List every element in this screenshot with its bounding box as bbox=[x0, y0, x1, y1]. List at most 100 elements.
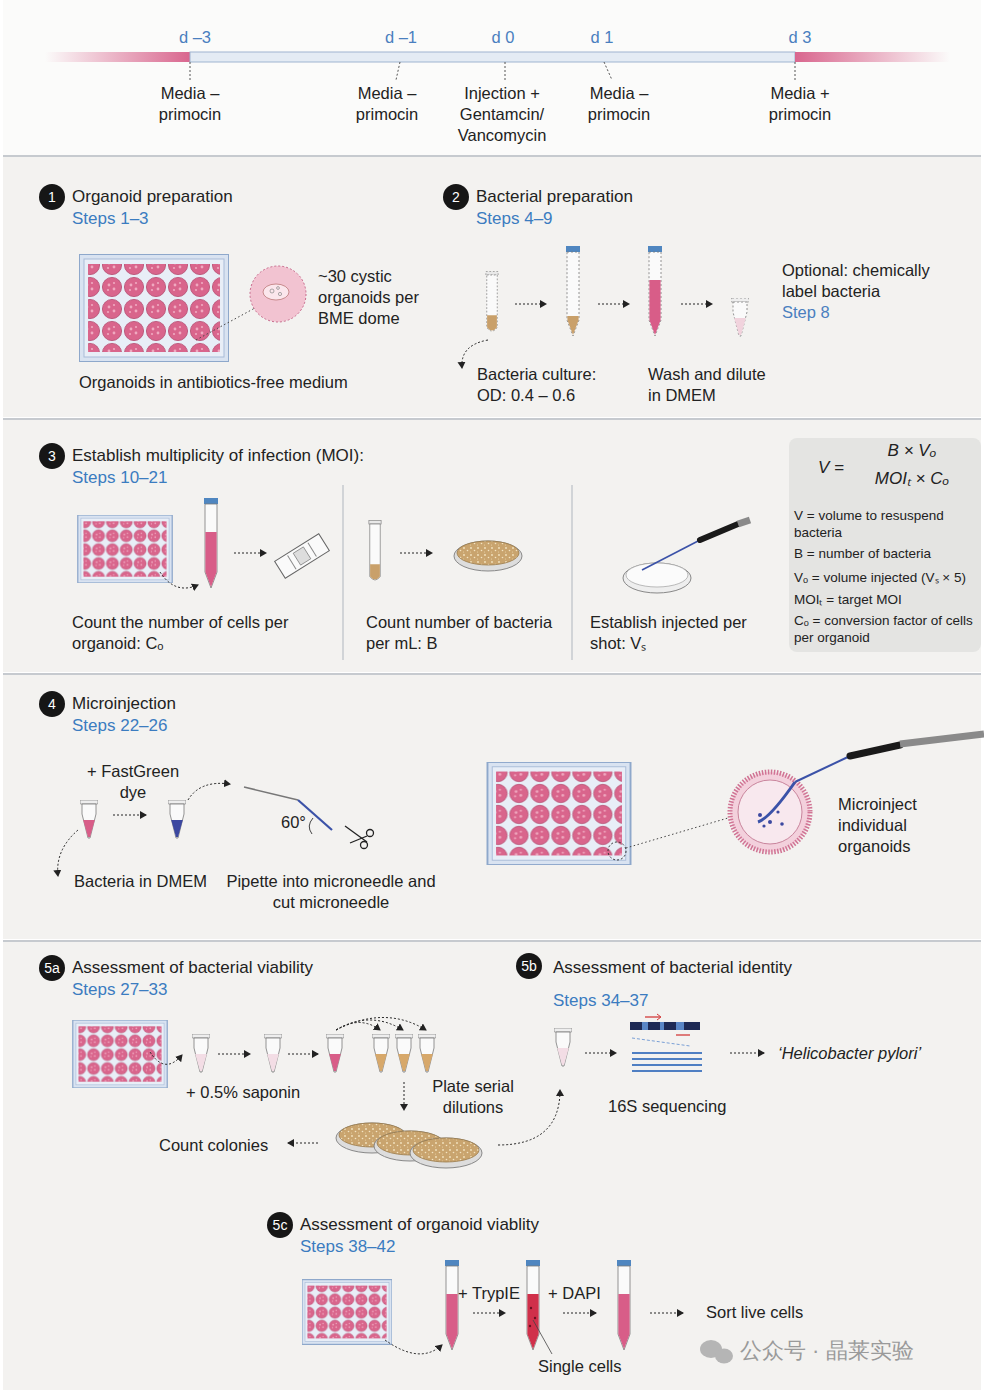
viability-art-part bbox=[192, 1034, 210, 1072]
bacterial-preparation-art-part bbox=[681, 304, 712, 305]
callout-number: 1 bbox=[39, 184, 65, 210]
timeline-part bbox=[45, 52, 190, 62]
node-text: 4 bbox=[39, 691, 65, 717]
scissors-part bbox=[361, 842, 368, 849]
node-text: Steps 1–3 bbox=[72, 208, 149, 230]
organoid-preparation-art-part bbox=[196, 308, 255, 340]
microinjection-art bbox=[58, 734, 984, 876]
annotation-label: Optional: chemically label bacteria bbox=[782, 260, 957, 302]
annotation-label: Count number of bacteria per mL: B bbox=[366, 612, 571, 654]
microinjection-art-part bbox=[309, 818, 313, 834]
section-heading: Organoid preparationSteps 1–31 bbox=[39, 184, 509, 234]
callout-number: 4 bbox=[39, 691, 65, 717]
identity-art-part bbox=[657, 1014, 661, 1020]
node-text: B × Vₒ bbox=[867, 440, 957, 462]
node-text: Vₒ = volume injected (Vₛ × 5) bbox=[794, 570, 976, 587]
bacterial-preparation-art-part bbox=[462, 340, 488, 368]
microinjection-art-part bbox=[58, 830, 78, 876]
organoid-viability-art-part bbox=[650, 1313, 683, 1314]
annotation-label: Count the number of cells per organoid: … bbox=[72, 612, 322, 654]
identity-art-part-part bbox=[632, 1064, 702, 1066]
viability-art-part bbox=[150, 1052, 182, 1064]
annotation-label: + DAPI bbox=[548, 1283, 618, 1304]
microinjection-art-part bbox=[795, 756, 850, 782]
viability-art-part bbox=[498, 1090, 560, 1145]
moi-art-part bbox=[457, 541, 519, 565]
scissors-part bbox=[367, 830, 374, 837]
annotation-label: d –3 bbox=[175, 27, 215, 48]
timeline-part-part bbox=[505, 62, 506, 80]
scissors-part bbox=[345, 826, 367, 842]
identity-art-part bbox=[642, 1022, 684, 1030]
panel-backgrounds-part bbox=[3, 157, 981, 417]
timeline bbox=[45, 52, 950, 80]
organoid-viability-art-part bbox=[473, 1313, 505, 1314]
microinjection-art-part bbox=[608, 842, 626, 860]
viability-art-part bbox=[288, 1143, 318, 1144]
organoid-viability-art-part bbox=[445, 1260, 459, 1350]
moi-art-part bbox=[626, 563, 688, 587]
node-text: 1 bbox=[39, 184, 65, 210]
identity-art-part-part bbox=[632, 1070, 702, 1072]
node-text: Bacterial preparation bbox=[476, 186, 633, 208]
microinjection-art-part bbox=[244, 787, 298, 800]
viability-art-part bbox=[218, 1054, 250, 1055]
viability-art-part bbox=[336, 1018, 426, 1031]
identity-art-part-part bbox=[660, 1022, 664, 1030]
organoid-viability-art-part-part bbox=[529, 1325, 531, 1327]
microinjection-art-part-part bbox=[758, 813, 762, 817]
node-text: Establish multiplicity of infection (MOI… bbox=[72, 445, 364, 467]
annotation-label: Injection + Gentamcin/ Vancomycin bbox=[437, 83, 567, 146]
moi-art-part bbox=[342, 485, 344, 660]
microinjection-art-part bbox=[626, 818, 728, 848]
moi-art-part bbox=[369, 521, 381, 581]
moi-art-part bbox=[623, 563, 691, 593]
annotation-label: 60° bbox=[281, 812, 321, 833]
node-text: 5c bbox=[267, 1212, 293, 1238]
moi-art-part-part bbox=[288, 556, 296, 570]
annotation-label: d 0 bbox=[483, 27, 523, 48]
organoid-preparation-art bbox=[79, 254, 306, 362]
annotation-label: Wash and dilute in DMEM bbox=[648, 364, 778, 406]
microinjection-art-part bbox=[900, 734, 984, 744]
viability-art-part bbox=[418, 1034, 436, 1072]
identity-art-part bbox=[676, 1034, 690, 1035]
moi-art-part-part bbox=[275, 534, 330, 579]
microinjection-art-part-part bbox=[762, 824, 765, 827]
annotation-label: + 0.5% saponin bbox=[186, 1082, 326, 1103]
moi-art-part-part bbox=[308, 543, 316, 557]
watermark: 公众号 · 晶莱实验 bbox=[740, 1337, 980, 1365]
panel-backgrounds-part bbox=[3, 0, 981, 155]
section-heading: Assessment of bacterial viabilitySteps 2… bbox=[39, 955, 509, 1005]
node-text: Assessment of bacterial identity bbox=[553, 957, 792, 979]
bacterial-preparation-art-part bbox=[515, 304, 546, 305]
annotation-label: d –1 bbox=[381, 27, 421, 48]
annotation-label: + TrypIE bbox=[458, 1283, 538, 1304]
scissors-part bbox=[350, 836, 367, 843]
moi-art-part-part bbox=[293, 547, 311, 565]
identity-art-part bbox=[632, 1053, 702, 1071]
node-text: Steps 10–21 bbox=[72, 467, 167, 489]
timeline-part bbox=[190, 52, 795, 62]
formula-box: V =B × VₒMOIₜ × CₒV = volume to resuspen… bbox=[789, 438, 981, 652]
moi-art-part bbox=[571, 485, 573, 660]
node-text: Steps 27–33 bbox=[72, 979, 167, 1001]
viability-art-part bbox=[336, 1023, 380, 1031]
identity-art-part-part bbox=[632, 1052, 702, 1054]
panel-backgrounds-part bbox=[3, 155, 981, 157]
panel-backgrounds-part bbox=[3, 420, 981, 672]
node-text: V = bbox=[818, 457, 844, 479]
viability-art-part bbox=[73, 1020, 167, 1088]
identity-art-part-part bbox=[642, 1022, 648, 1030]
annotation-label: Organoids in antibiotics-free medium bbox=[79, 372, 409, 393]
organoid-viability-art-part bbox=[533, 1320, 552, 1354]
organoid-preparation-art-part bbox=[250, 266, 306, 322]
annotation-label: Plate serial dilutions bbox=[423, 1076, 523, 1118]
node-text: Steps 22–26 bbox=[72, 715, 167, 737]
identity-art bbox=[554, 1014, 764, 1071]
moi-art-part bbox=[642, 540, 700, 570]
viability-art-part bbox=[413, 1138, 479, 1162]
viability-art bbox=[73, 1018, 560, 1169]
